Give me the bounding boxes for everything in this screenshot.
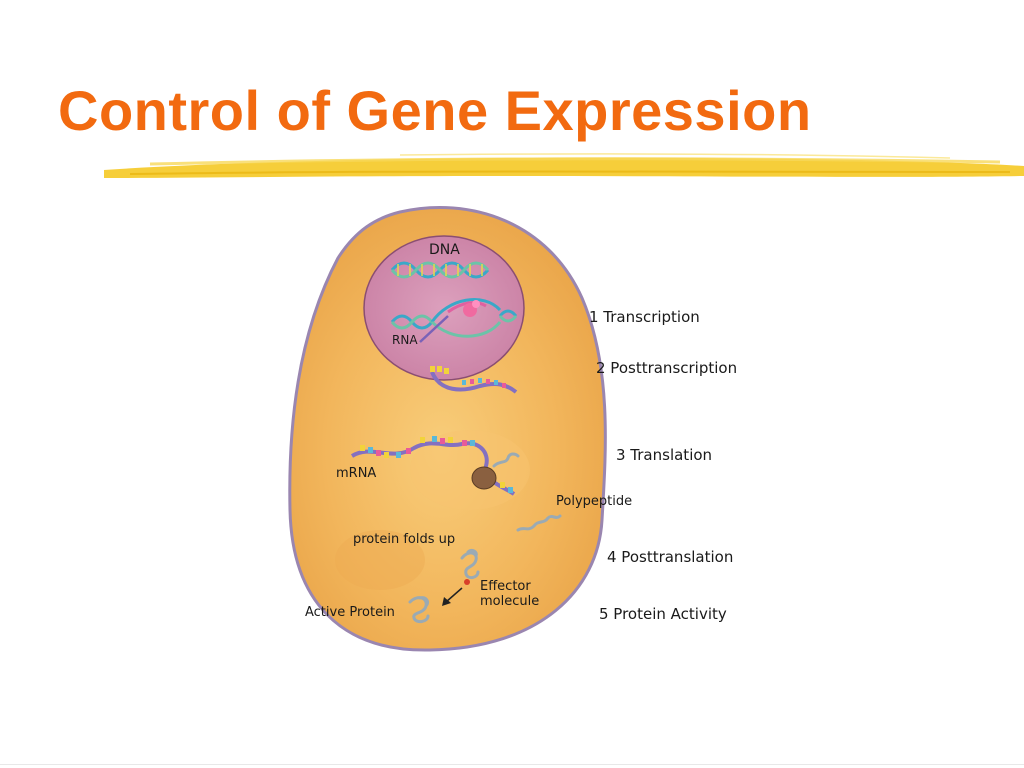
polypeptide-chain	[492, 452, 562, 532]
step-5-protein-activity: 5 Protein Activity	[599, 605, 727, 623]
label-mrna: mRNA	[336, 466, 377, 481]
step-3-translation: 3 Translation	[616, 446, 713, 464]
footer-divider	[0, 764, 1024, 765]
step-1-transcription: 1 Transcription	[589, 308, 700, 326]
label-protein-folds-up: protein folds up	[353, 532, 456, 547]
effector-arrow	[442, 587, 463, 606]
slide-title: Control of Gene Expression	[58, 79, 812, 142]
label-dna: DNA	[429, 242, 460, 258]
label-polypeptide: Polypeptide	[556, 494, 633, 509]
folded-protein	[460, 548, 480, 580]
step-4-posttranslation: 4 Posttranslation	[607, 548, 734, 566]
label-effector-line1: Effector	[480, 579, 531, 594]
effector-molecule-dot	[464, 579, 470, 585]
step-2-posttranscription: 2 Posttranscription	[596, 359, 738, 377]
active-protein	[408, 596, 430, 624]
label-active-protein: Active Protein	[305, 605, 395, 620]
mrna-exiting	[430, 366, 518, 394]
ribosome	[471, 466, 497, 490]
label-rna: RNA	[392, 333, 418, 347]
label-effector-line2: molecule	[480, 594, 540, 609]
title-underline-brush	[104, 153, 1024, 178]
dna-helix	[390, 261, 490, 279]
transcription-bubble	[390, 298, 518, 343]
